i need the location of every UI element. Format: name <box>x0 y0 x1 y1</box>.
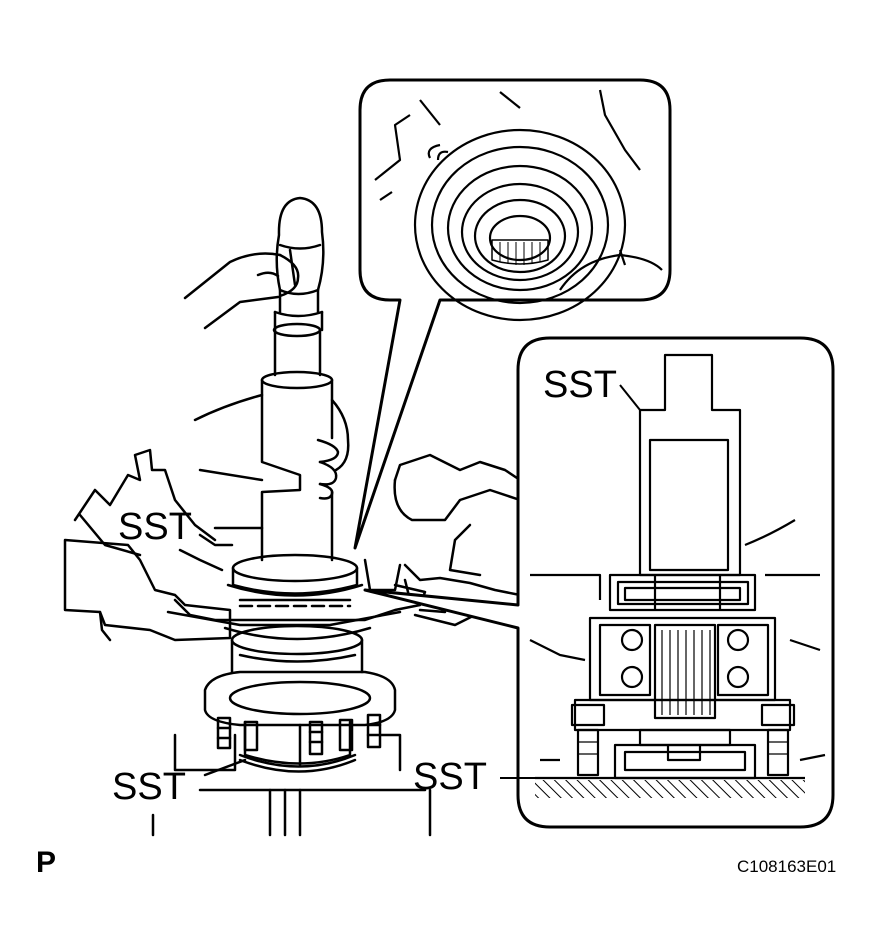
sst-label-inset-bottom: SST <box>413 756 487 798</box>
hammer <box>275 196 325 296</box>
lower-sst <box>238 720 357 773</box>
upper-sst-ring <box>226 553 364 608</box>
hand-upper <box>183 252 300 330</box>
sst-label-inset-top: SST <box>543 364 617 406</box>
inset-top <box>353 78 672 550</box>
bearing-body <box>223 624 372 674</box>
press-base <box>151 733 432 837</box>
sst-bottom-leader <box>203 758 247 777</box>
corner-mark: P <box>36 846 57 879</box>
sst-label-left: SST <box>118 506 192 548</box>
press-shaft <box>260 288 334 562</box>
inset-right <box>363 336 835 829</box>
hand-lower <box>193 393 350 500</box>
figure-code: C108163E01 <box>737 857 837 876</box>
main-assembly <box>63 196 527 837</box>
sst-label-bottom: SST <box>112 766 186 808</box>
hub-flange <box>203 670 397 756</box>
